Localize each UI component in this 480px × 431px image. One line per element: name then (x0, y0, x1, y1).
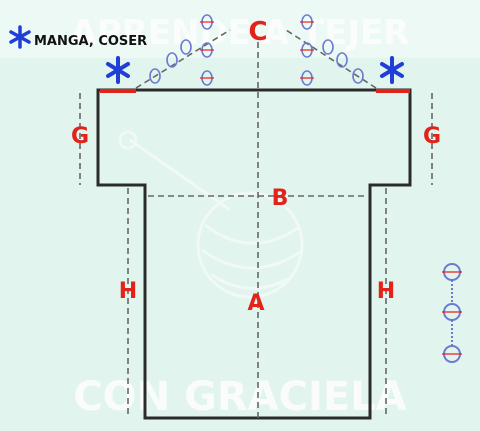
label-H-left: H (119, 279, 137, 304)
stitch-motif-right-icon (443, 263, 461, 363)
label-G-right: G (423, 124, 441, 149)
neck-line-left (135, 29, 231, 89)
stitch-motif-red-marks-icon (442, 271, 462, 355)
stitch-marks-icon (200, 21, 314, 79)
asterisk-legend-icon (9, 25, 31, 49)
legend-text: MANGA, COSER (34, 34, 147, 49)
asterisk-right-icon (380, 56, 404, 84)
header-band (0, 0, 480, 58)
label-C: C (248, 17, 267, 47)
label-G-left: G (71, 124, 89, 149)
label-B: B (272, 186, 289, 211)
watermark-top: APRENDE A TEJER (70, 13, 409, 53)
asterisk-left-icon (106, 56, 130, 84)
neck-line-right (285, 29, 377, 89)
label-H-right: H (377, 279, 395, 304)
watermark-bottom: CON GRACIELA (73, 374, 406, 420)
yarn-watermark-icon (118, 130, 304, 299)
sweater-outline (96, 88, 412, 420)
label-A: A (247, 291, 264, 316)
guide-lines (79, 29, 433, 418)
